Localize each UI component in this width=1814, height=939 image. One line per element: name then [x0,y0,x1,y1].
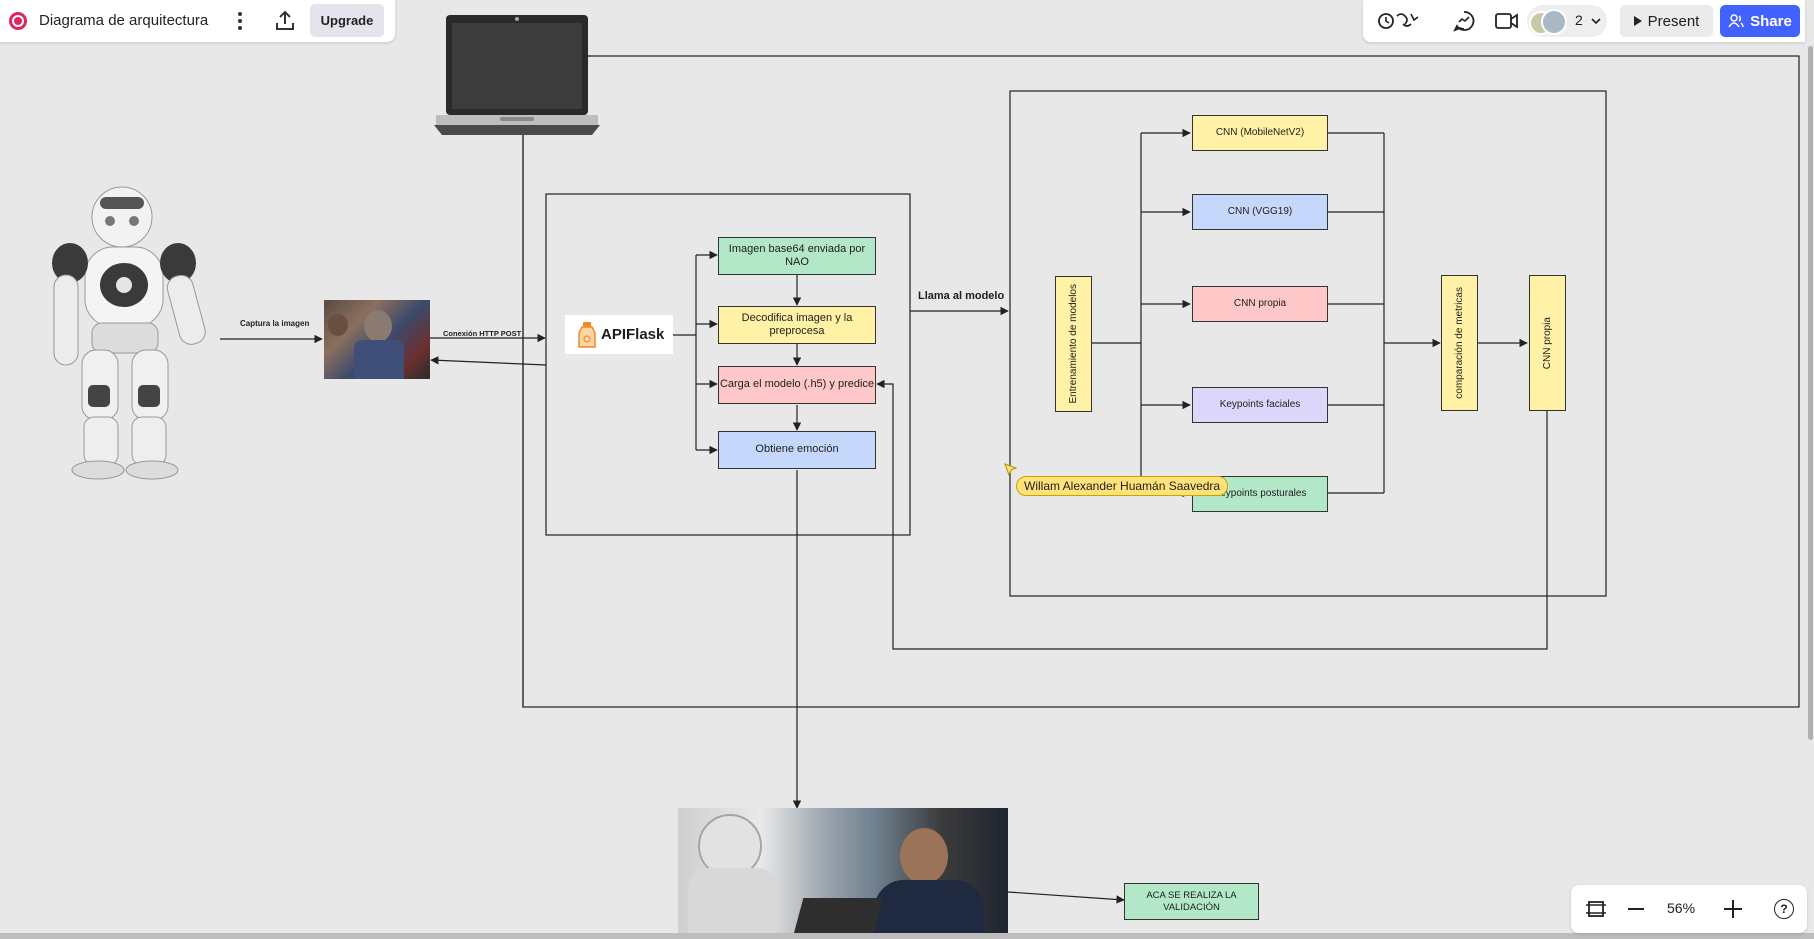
chevron-down-icon [1591,18,1601,25]
help-icon[interactable]: ? [1774,899,1794,919]
present-button[interactable]: Present [1620,5,1713,37]
step-imagen-base64[interactable]: Imagen base64 enviada por NAO [718,237,876,275]
vertical-scrollbar[interactable] [1808,46,1813,740]
avatar [1541,9,1567,35]
document-title[interactable]: Diagrama de arquitectura [39,12,209,29]
collaborator-cursor-label: Willam Alexander Huamán Saavedra [1016,476,1229,496]
apiflask-logo-text: APIFlask [601,326,665,343]
step-decodifica[interactable]: Decodifica imagen y la preprocesa [718,306,876,344]
child-photo-image[interactable] [324,300,430,379]
app-logo-icon[interactable] [9,12,27,30]
model-keypoints-faciales[interactable]: Keypoints faciales [1192,387,1328,423]
reactions-icon[interactable] [1376,5,1422,37]
horizontal-scrollbar[interactable] [0,933,1814,939]
comparison-node[interactable]: comparación de metricas [1441,275,1478,411]
zoom-in-button[interactable] [1724,900,1742,918]
comment-icon[interactable] [1452,9,1476,33]
model-cnn-propia[interactable]: CNN propia [1192,286,1328,322]
zoom-level[interactable]: 56% [1667,900,1696,916]
laptop-image[interactable] [434,13,600,137]
play-icon [1633,16,1642,26]
fit-to-screen-icon[interactable] [1585,898,1607,920]
share-people-icon [1728,14,1744,28]
collaborators-button[interactable]: 2 [1527,5,1607,37]
share-button[interactable]: Share [1720,5,1800,37]
share-label: Share [1750,12,1792,30]
collaborator-count: 2 [1575,12,1583,28]
comparison-label: comparación de metricas [1453,287,1465,399]
video-call-icon[interactable] [1494,9,1520,33]
flask-bottle-icon [578,321,596,348]
edge-label-llama: Llama al modelo [918,290,1005,302]
apiflask-logo[interactable]: APIFlask [565,315,673,354]
upgrade-button[interactable]: Upgrade [310,4,384,37]
more-options-icon[interactable] [233,9,247,33]
top-left-toolbar: Diagrama de arquitectura Upgrade [0,0,395,42]
result-cnn-propia-node[interactable]: CNN propia [1529,275,1566,411]
edge-label-conexion: Conexión HTTP POST [443,329,522,338]
training-node[interactable]: Entrenamiento de modelos [1055,276,1092,412]
result-cnn-propia-label: CNN propia [1541,316,1553,370]
step-carga-modelo[interactable]: Carga el modelo (.h5) y predice [718,366,876,404]
model-vgg19[interactable]: CNN (VGG19) [1192,194,1328,230]
zoom-out-button[interactable] [1628,908,1644,910]
validation-photo-image[interactable] [678,808,1008,939]
nao-robot-image[interactable] [40,185,230,485]
model-mobilenet[interactable]: CNN (MobileNetV2) [1192,115,1328,151]
zoom-toolbar: 56% ? [1571,885,1807,933]
training-label: Entrenamiento de modelos [1067,284,1079,404]
step-obtiene-emocion[interactable]: Obtiene emoción [718,431,876,469]
export-icon[interactable] [273,9,297,33]
validation-node[interactable]: ACA SE REALIZA LA VALIDACIÓN [1124,883,1259,920]
collaborator-cursor-icon [1004,463,1018,477]
top-right-toolbar: 2 Present Share [1363,0,1805,42]
edge-label-captura: Captura la imagen [240,319,310,328]
present-label: Present [1647,12,1700,30]
